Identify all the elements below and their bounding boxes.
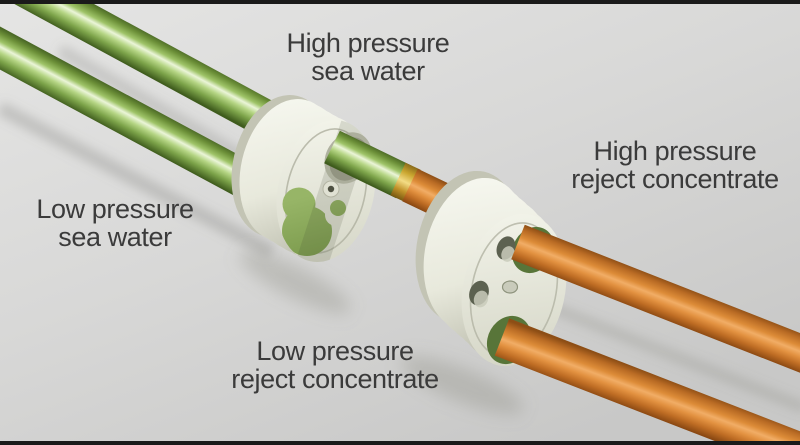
label-low-pressure-reject-concentrate: Low pressure reject concentrate xyxy=(205,337,465,393)
label-line: Low pressure xyxy=(36,194,194,224)
end-cap-dimple-rim xyxy=(501,280,519,294)
label-line: sea water xyxy=(58,222,172,252)
end-cap-hole-upper-lip xyxy=(501,246,515,262)
label-line: reject concentrate xyxy=(571,164,779,194)
label-high-pressure-reject-concentrate: High pressure reject concentrate xyxy=(542,137,800,193)
right-end-cap xyxy=(415,170,567,367)
sea-water-feed-pipe-lower xyxy=(0,26,285,213)
right-disc-shadow xyxy=(400,355,524,415)
center-boss-rim xyxy=(322,180,340,198)
label-line: reject concentrate xyxy=(231,364,439,394)
label-line: High pressure xyxy=(593,136,757,166)
reject-pipe-high-pressure xyxy=(511,224,800,373)
rotor-port-dot xyxy=(330,200,346,216)
label-line: sea water xyxy=(311,56,425,86)
lower-pipe-shadow xyxy=(0,101,276,259)
sea-water-feed-pipe-upper xyxy=(7,0,300,149)
left-disc-shadow xyxy=(239,250,351,314)
end-cap-hole-lower-lip xyxy=(473,290,489,308)
rotor-port-lobe-small xyxy=(282,187,316,221)
letterbox-top-bar xyxy=(0,0,800,4)
label-line: High pressure xyxy=(286,28,450,58)
reject-pipe-low-pressure xyxy=(494,318,800,445)
letterbox-bottom-bar xyxy=(0,441,800,445)
center-boss-hole xyxy=(327,185,335,193)
transfer-pipe-green-segment xyxy=(324,130,412,199)
label-line: Low pressure xyxy=(256,336,414,366)
label-low-pressure-sea-water: Low pressure sea water xyxy=(0,195,230,251)
top-orange-pipe-shadow xyxy=(542,299,800,413)
label-high-pressure-sea-water: High pressure sea water xyxy=(243,29,493,85)
end-cap-dimple xyxy=(502,281,518,293)
